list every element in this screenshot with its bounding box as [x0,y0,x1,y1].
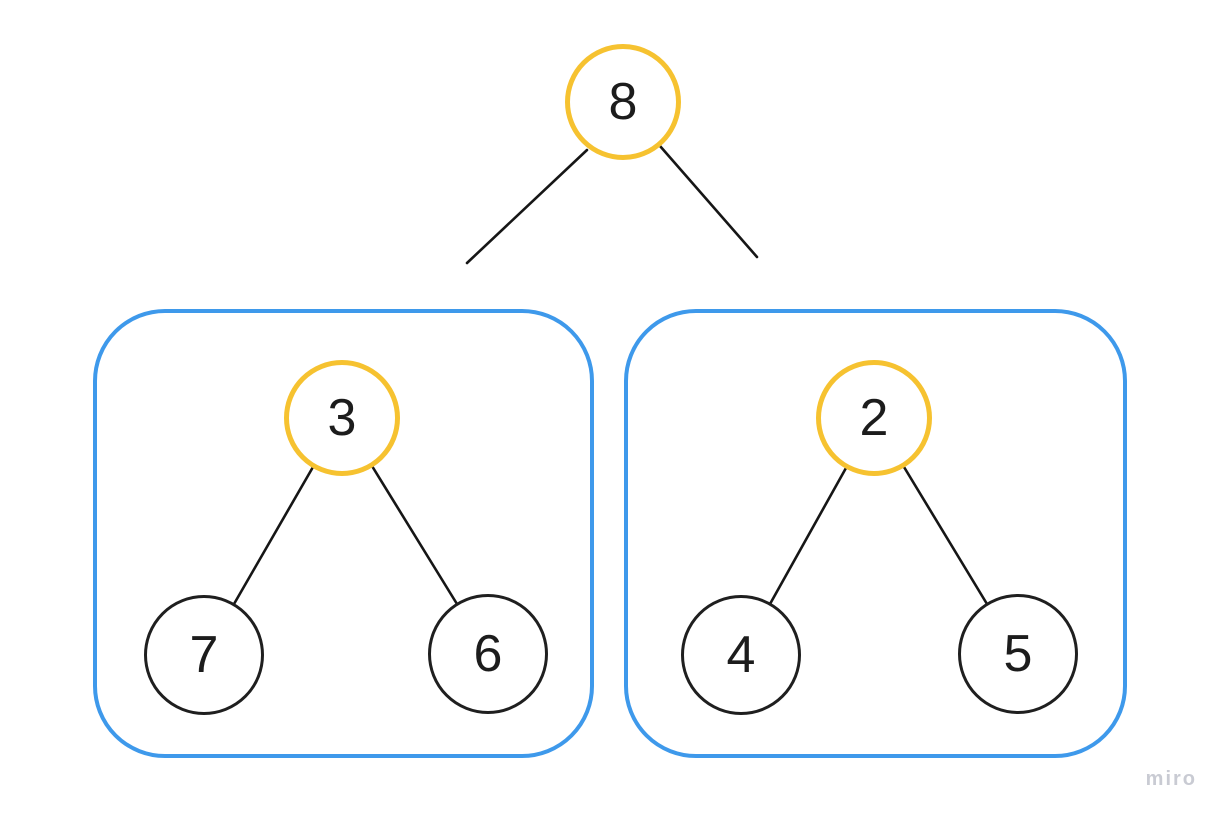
tree-node-3[interactable]: 3 [284,360,400,476]
node-label: 2 [859,389,889,447]
tree-node-2[interactable]: 2 [816,360,932,476]
right-subtree-frame[interactable] [624,309,1127,758]
edge-root-to-left-frame[interactable] [465,148,589,265]
tree-node-7[interactable]: 7 [144,595,264,715]
edge-3-7[interactable] [232,465,315,606]
tree-node-6[interactable]: 6 [428,594,548,714]
edge-root-to-right-frame[interactable] [658,144,759,259]
tree-node-4[interactable]: 4 [681,595,801,715]
node-label: 6 [473,625,503,683]
node-label: 8 [608,73,638,131]
node-label: 5 [1003,625,1033,683]
tree-node-5[interactable]: 5 [958,594,1078,714]
edge-2-4[interactable] [768,466,848,606]
miro-watermark: miro [1145,768,1197,790]
tree-node-8[interactable]: 8 [565,44,681,160]
edge-2-5[interactable] [902,465,989,606]
left-subtree-frame[interactable] [93,309,594,758]
edge-3-6[interactable] [370,464,459,606]
node-label: 3 [327,389,357,447]
node-label: 4 [726,626,756,684]
node-label: 7 [189,626,219,684]
